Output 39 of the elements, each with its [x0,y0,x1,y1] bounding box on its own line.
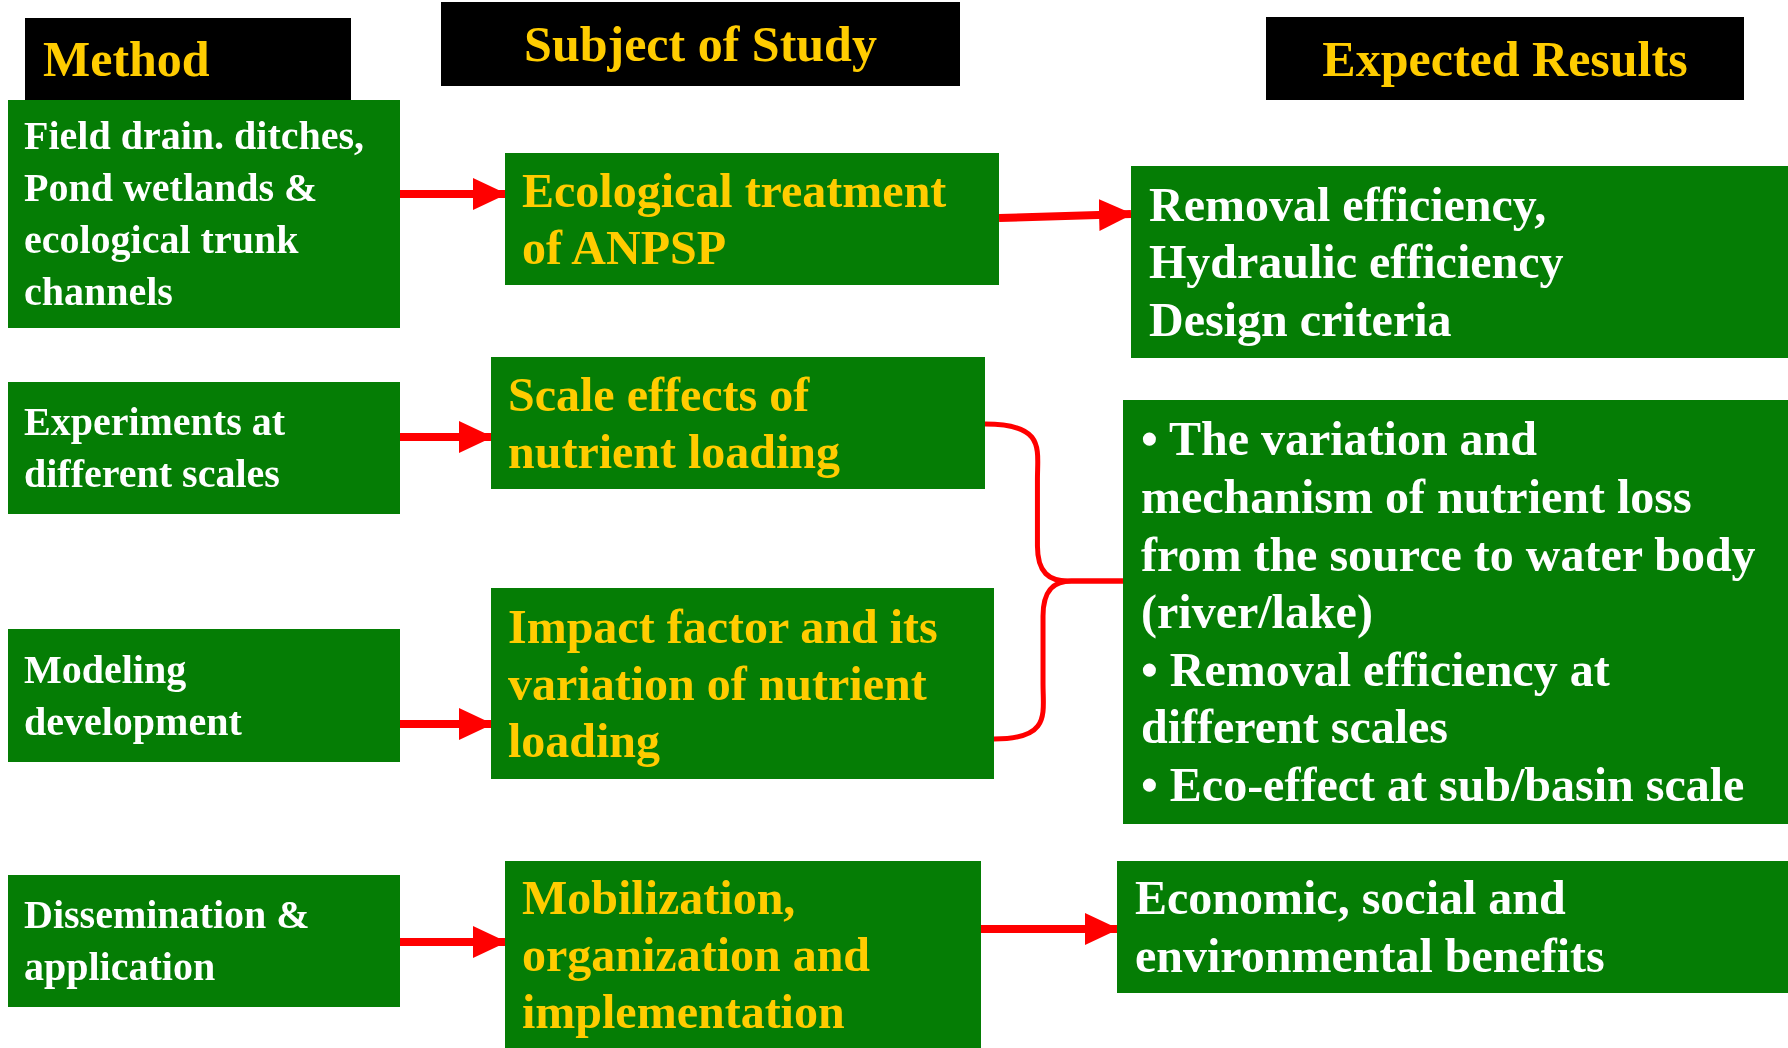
curly-brace [993,578,1123,742]
arrow [400,708,493,740]
box-text: Ecological treatment of ANPSP [522,162,948,276]
box-text: Experiments at different scales [24,398,287,498]
text-box [8,382,400,514]
box-text: Hydraulic efficiency [1149,234,1564,291]
text-box [491,357,985,489]
box-text: Method [43,30,210,89]
text-box [1117,861,1788,993]
box-text: Modeling development [24,645,243,746]
box-text: • Removal efficiency at different scales [1141,641,1611,756]
text-box [8,100,400,328]
box-text: • Eco-effect at sub/basin scale [1141,757,1745,813]
box-text: Impact factor and its variation of nutrient loading [508,598,939,770]
box-text: Removal efficiency, [1149,176,1547,233]
arrow [400,421,493,453]
column-header [1266,17,1744,100]
text-box [1131,166,1788,358]
box-text: Design criteria [1149,291,1452,348]
text-box [505,861,981,1048]
text-box [491,588,994,779]
text-box [1123,400,1788,824]
text-box [8,629,400,762]
arrow [400,178,507,210]
arrow [400,926,507,958]
box-text: Mobilization, organization and implementation [522,869,872,1041]
box-text: Field drain. ditches, Pond wetlands & ecological trunk channels [24,112,366,316]
arrow [998,199,1133,231]
box-text: • The variation and mechanism of nutrient loss from the source to water body (river/lake) [1141,411,1757,641]
text-box [8,875,400,1007]
header-text: Expected Results [1322,29,1688,89]
box-text: Scale effects of nutrient loading [508,366,842,480]
box-text: Economic, social and environmental benefits [1135,870,1606,984]
column-header [441,2,960,86]
text-box [25,18,351,100]
box-text: Dissemination & application [24,891,311,991]
arrow [981,913,1119,945]
text-box [505,153,999,285]
header-text: Subject of Study [524,15,877,74]
